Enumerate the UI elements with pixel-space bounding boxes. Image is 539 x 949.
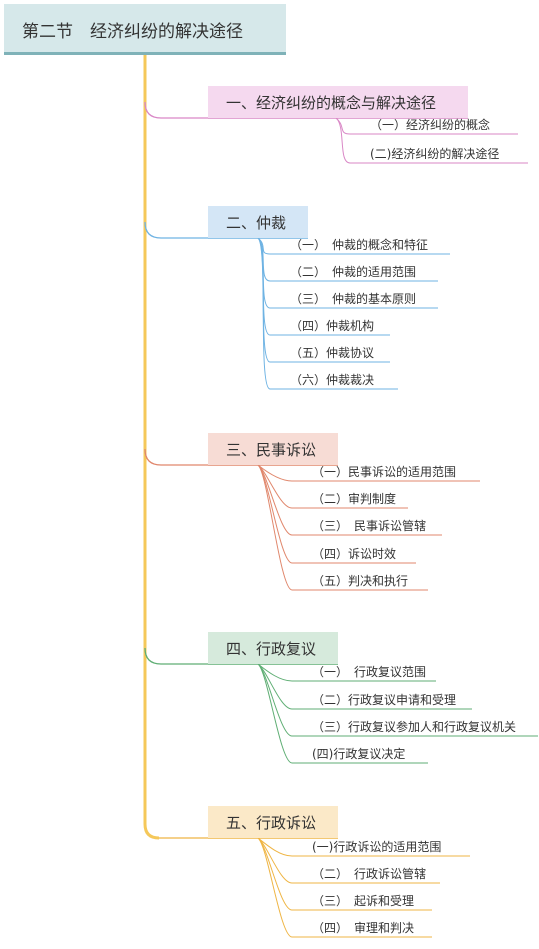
sub-connector-3-5: [257, 464, 428, 591]
section-label-2: 二、仲裁: [226, 214, 287, 232]
root-node[interactable]: 第二节 经济纠纷的解决途径: [4, 4, 286, 54]
section-label-3: 三、民事诉讼: [226, 441, 317, 459]
sub-item-3-3[interactable]: （三） 民事诉讼管辖: [312, 519, 427, 533]
sub-item-1-1[interactable]: （一）经济纠纷的概念: [370, 118, 491, 132]
sub-connector-1-2: [335, 117, 528, 164]
root-title: 第二节 经济纠纷的解决途径: [22, 22, 243, 42]
sub-connector-3-1: [257, 464, 480, 482]
branch-line-4: [144, 647, 208, 665]
sub-connector-2-6: [257, 237, 398, 390]
section-node-4[interactable]: 四、行政复议: [208, 632, 338, 664]
sub-connector-4-4: [257, 663, 428, 764]
sub-item-2-1[interactable]: （一） 仲裁的概念和特征: [290, 238, 429, 252]
sub-item-1-2[interactable]: (二)经济纠纷的解决途径: [370, 147, 500, 161]
sub-connector-4-1: [257, 663, 436, 682]
section-label-4: 四、行政复议: [226, 640, 317, 658]
sub-item-2-3[interactable]: （三） 仲裁的基本原则: [290, 292, 417, 306]
sub-item-5-2[interactable]: （二） 行政诉讼管辖: [312, 867, 427, 881]
branch-line-2: [144, 221, 208, 239]
root-underline: [4, 52, 286, 55]
branch-line-1: [144, 101, 208, 119]
section-node-3[interactable]: 三、民事诉讼: [208, 433, 338, 465]
sub-item-5-3[interactable]: （三） 起诉和受理: [312, 894, 415, 908]
branch-line-3: [144, 448, 208, 466]
section-node-5[interactable]: 五、行政诉讼: [208, 806, 338, 838]
sub-item-3-1[interactable]: （一）民事诉讼的适用范围: [312, 465, 457, 479]
sub-item-3-5[interactable]: （五）判决和执行: [312, 574, 409, 588]
sub-item-4-3[interactable]: （三）行政复议参加人和行政复议机关: [312, 720, 517, 734]
sub-item-3-2[interactable]: （二）审判制度: [312, 492, 397, 506]
sub-connector-5-4: [257, 837, 432, 938]
sub-item-4-4[interactable]: (四)行政复议决定: [312, 747, 406, 761]
sub-item-5-4[interactable]: （四） 审理和判决: [312, 921, 415, 935]
sub-item-5-1[interactable]: (一)行政诉讼的适用范围: [312, 840, 442, 854]
trunk-line: [143, 54, 160, 840]
sub-item-2-6[interactable]: （六）仲裁裁决: [290, 373, 375, 387]
sub-item-2-2[interactable]: （二） 仲裁的适用范围: [290, 265, 417, 279]
sub-connector-5-1: [257, 837, 470, 857]
sub-item-2-5[interactable]: （五）仲裁协议: [290, 346, 375, 360]
section-node-1[interactable]: 一、经济纠纷的概念与解决途径: [208, 86, 468, 118]
sub-item-4-1[interactable]: （一） 行政复议范围: [312, 665, 427, 679]
sub-item-2-4[interactable]: （四）仲裁机构: [290, 319, 375, 333]
section-node-2[interactable]: 二、仲裁: [208, 206, 308, 238]
sub-connector-3-2: [257, 464, 408, 509]
sub-connector-4-2: [257, 663, 472, 710]
sub-connector-5-2: [257, 837, 440, 884]
section-label-5: 五、行政诉讼: [226, 814, 317, 832]
sub-item-3-4[interactable]: （四）诉讼时效: [312, 547, 397, 561]
sub-item-4-2[interactable]: （二）行政复议申请和受理: [312, 693, 457, 707]
section-label-1: 一、经济纠纷的概念与解决途径: [226, 94, 437, 112]
